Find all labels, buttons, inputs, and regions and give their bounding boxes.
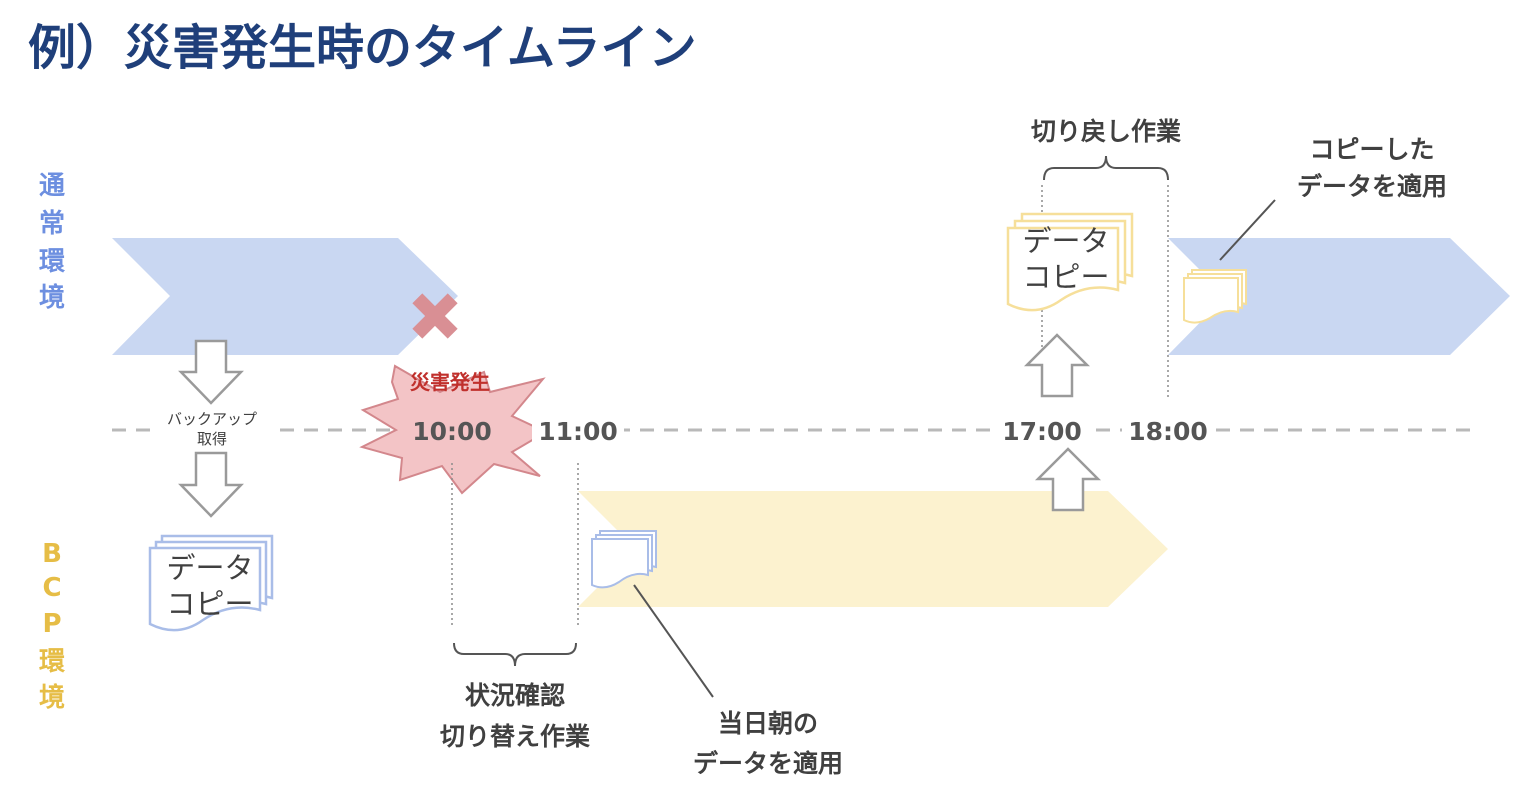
cross-icon bbox=[412, 293, 458, 339]
callout-line bbox=[633, 584, 714, 698]
status-switch-label-line: 切り替え作業 bbox=[440, 722, 590, 751]
apply-copied-label-line: データを適用 bbox=[1297, 172, 1447, 201]
switch-back-label: 切り戻し作業 bbox=[1031, 117, 1181, 146]
normal-environment-label: 通 常 環 境 bbox=[39, 171, 66, 313]
time-label-1000: 10:00 bbox=[412, 417, 492, 446]
up-arrow-icon bbox=[1023, 333, 1091, 398]
morning-data-label-line: 当日朝の bbox=[718, 709, 818, 738]
up-arrow-icon bbox=[1034, 447, 1102, 512]
time-label-1800: 18:00 bbox=[1128, 417, 1208, 446]
morning-data-label-line: データを適用 bbox=[693, 749, 843, 778]
status-switch-label-line: 状況確認 bbox=[465, 681, 565, 710]
bcp-env-band bbox=[578, 491, 1168, 607]
bcp-env-char: 環 bbox=[39, 647, 66, 677]
time-label-1700: 17:00 bbox=[1002, 417, 1082, 446]
normal-env-char: 常 bbox=[39, 209, 65, 239]
time-bg bbox=[996, 413, 1088, 447]
data-copy-label-line: コピー bbox=[166, 587, 253, 621]
backup-label-bg bbox=[150, 406, 272, 450]
time-bg bbox=[1122, 413, 1214, 447]
time-label-1100: 11:00 bbox=[538, 417, 618, 446]
down-arrow-icon bbox=[178, 339, 244, 405]
document-stack-icon bbox=[1006, 212, 1134, 312]
backup-label-line: バックアップ bbox=[167, 410, 257, 428]
normal-env-char: 境 bbox=[39, 282, 65, 313]
callout-line bbox=[1219, 199, 1276, 261]
bcp-env-char: C bbox=[42, 573, 61, 603]
bcp-env-char: B bbox=[42, 539, 62, 569]
normal-env-band-before bbox=[112, 238, 458, 355]
page-title: 例）災害発生時のタイムライン bbox=[28, 20, 697, 76]
bcp-env-char: P bbox=[42, 609, 61, 639]
document-stack-icon bbox=[1183, 269, 1247, 324]
document-stack-icon bbox=[148, 534, 274, 632]
burst-icon bbox=[359, 364, 549, 495]
down-arrow-icon bbox=[178, 451, 244, 518]
normal-env-char: 通 bbox=[39, 171, 65, 201]
normal-env-band-after bbox=[1168, 238, 1510, 355]
data-copy-label-line: コピー bbox=[1022, 260, 1109, 294]
time-bg bbox=[532, 413, 624, 447]
normal-env-char: 環 bbox=[39, 247, 66, 277]
brace-icon bbox=[453, 642, 577, 667]
bcp-environment-label: B C P 環 境 bbox=[39, 539, 66, 713]
data-copy-label-line: データ bbox=[166, 551, 253, 585]
data-copy-label-line: データ bbox=[1022, 224, 1109, 258]
disaster-label: 災害発生 bbox=[410, 370, 490, 394]
apply-copied-label-line: コピーした bbox=[1309, 135, 1434, 164]
brace-icon bbox=[1043, 155, 1169, 181]
bcp-env-char: 境 bbox=[39, 682, 65, 713]
document-stack-icon bbox=[591, 530, 657, 589]
backup-label-line: 取得 bbox=[197, 430, 227, 448]
